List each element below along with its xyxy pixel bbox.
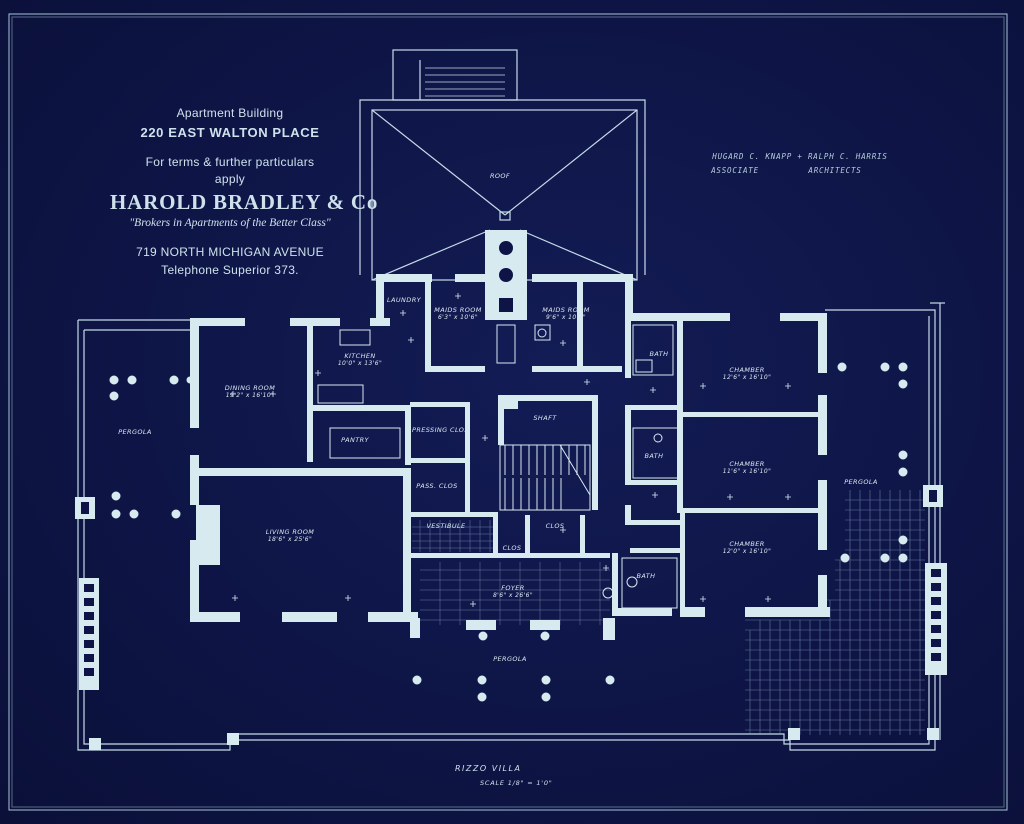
pergola-lattice — [79, 563, 947, 690]
main-stair — [499, 444, 591, 511]
chamber-3-name: CHAMBER — [729, 540, 765, 548]
drawing-title: RIZZO VILLA — [455, 764, 522, 773]
outlet-marks — [230, 293, 791, 607]
header-phone: Telephone Superior 373. — [161, 263, 299, 277]
maids-room-1-name: MAIDS ROOM — [434, 306, 482, 314]
architects-role2: ARCHITECTS — [808, 166, 862, 175]
label-roof: ROOF — [489, 172, 511, 180]
roof-area — [359, 49, 646, 281]
label-clos-small: CLOS — [502, 544, 522, 552]
kitchen-dims: 10'0" x 13'6" — [337, 360, 383, 367]
label-kitchen: KITCHEN 10'0" x 13'6" — [325, 352, 395, 367]
chamber-3-dims: 12'0" x 16'10" — [722, 548, 772, 555]
label-chamber-3: CHAMBER 12'0" x 16'10" — [712, 540, 782, 555]
label-pantry: PANTRY — [341, 436, 369, 444]
drawing-scale: SCALE 1/8" = 1'0" — [480, 779, 553, 787]
label-maids-room-1: MAIDS ROOM 6'3" x 10'6" — [430, 306, 486, 321]
light-fixtures — [109, 362, 908, 702]
bath-fixtures — [317, 324, 679, 609]
chimney-flues — [499, 241, 513, 312]
label-foyer: FOYER 8'6" x 26'6" — [478, 584, 548, 599]
header-firm: HAROLD BRADLEY & Co — [110, 190, 379, 214]
label-pergola-south: PERGOLA — [493, 655, 527, 663]
header-tagline: "Brokers in Apartments of the Better Cla… — [129, 217, 331, 229]
label-dining-room: DINING ROOM 19'2" x 16'10" — [215, 384, 285, 399]
header-terms: For terms & further particulars — [145, 155, 315, 169]
chamber-2-name: CHAMBER — [729, 460, 765, 468]
header-address: 220 EAST WALTON PLACE — [140, 125, 320, 140]
chamber-2-dims: 11'6" x 16'10" — [722, 468, 772, 475]
architects-names: HUGARD C. KNAPP + RALPH C. HARRIS — [712, 152, 888, 161]
label-clos: CLOS — [545, 522, 565, 530]
label-bath-2: BATH — [644, 452, 664, 460]
label-shaft: SHAFT — [533, 414, 557, 422]
living-room-dims: 18'6" x 25'6" — [267, 536, 313, 543]
sheet-border — [8, 13, 1008, 811]
label-laundry: LAUNDRY — [387, 296, 421, 304]
label-bath-1: BATH — [649, 350, 669, 358]
header-street: 719 NORTH MICHIGAN AVENUE — [136, 245, 324, 259]
architects-role1: ASSOCIATE — [711, 166, 759, 175]
label-chamber-2: CHAMBER 11'6" x 16'10" — [712, 460, 782, 475]
label-bath-3: BATH — [636, 572, 656, 580]
label-pergola-east: PERGOLA — [844, 478, 878, 486]
maids-room-2-name: MAIDS ROOM — [542, 306, 590, 314]
label-pergola-west: PERGOLA — [118, 428, 152, 436]
label-maids-room-2: MAIDS ROOM 9'6" x 10'6" — [538, 306, 594, 321]
chamber-1-dims: 12'6" x 16'10" — [722, 374, 772, 381]
kitchen-name: KITCHEN — [344, 352, 376, 360]
label-vestibule: VESTIBULE — [426, 522, 466, 530]
foyer-tiling — [412, 520, 610, 625]
chamber-1-name: CHAMBER — [729, 366, 765, 374]
sheet-border-inner — [11, 16, 1005, 808]
maids-room-1-dims: 6'3" x 10'6" — [437, 314, 479, 321]
terrace-paving-grid — [745, 490, 925, 735]
foyer-name: FOYER — [501, 584, 525, 592]
label-living-room: LIVING ROOM 18'6" x 25'6" — [255, 528, 325, 543]
header-apply: apply — [214, 172, 246, 186]
header-line1: Apartment Building — [176, 106, 284, 120]
living-room-name: LIVING ROOM — [265, 528, 315, 536]
label-closet-2: PASS. CLOS — [416, 482, 458, 490]
walls — [75, 230, 943, 750]
label-closet-1: PRESSING CLOS — [412, 426, 469, 434]
maids-room-2-dims: 9'6" x 10'6" — [545, 314, 587, 321]
label-chamber-1: CHAMBER 12'6" x 16'10" — [712, 366, 782, 381]
dining-room-name: DINING ROOM — [224, 384, 276, 392]
dining-room-dims: 19'2" x 16'10" — [225, 392, 275, 399]
foyer-dims: 8'6" x 26'6" — [492, 592, 534, 599]
